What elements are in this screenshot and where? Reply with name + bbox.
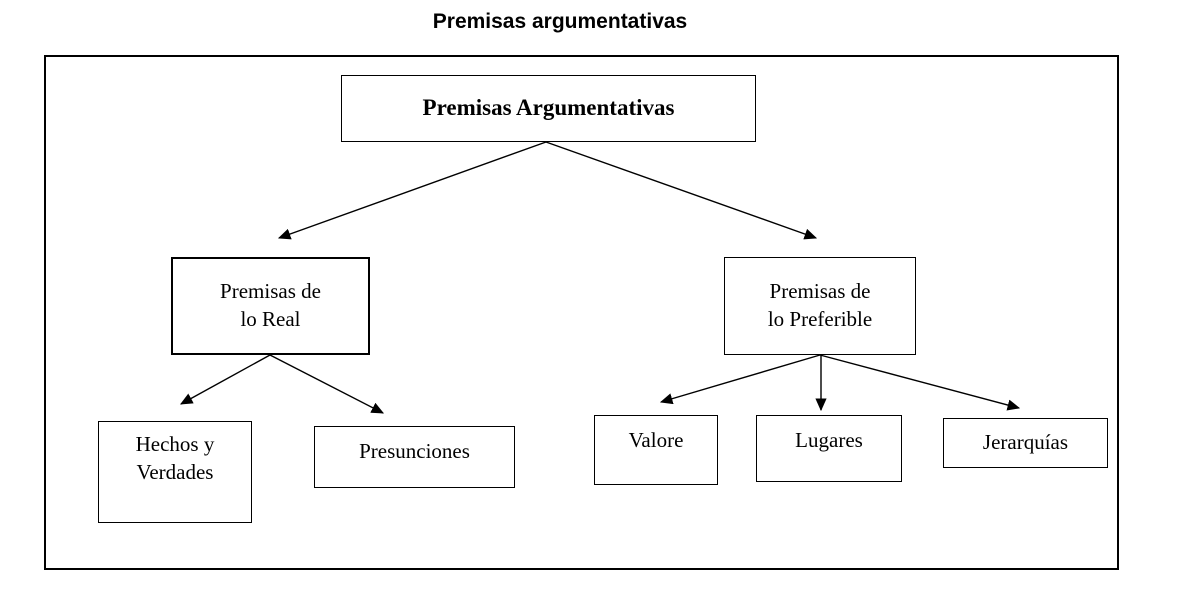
node-label: Lugares [795,428,863,452]
node-label: Presunciones [359,439,470,463]
page-title: Premisas argumentativas [432,10,688,33]
node-label: Valore [628,428,684,452]
node-premisas-de-lo-preferible[interactable]: Premisas de lo Preferible [724,257,916,355]
node-valore[interactable]: Valore [594,415,718,485]
node-label: Jerarquías [982,430,1069,455]
node-presunciones[interactable]: Presunciones [314,426,515,488]
node-jerarquias[interactable]: Jerarquías [943,418,1108,468]
node-lugares[interactable]: Lugares [756,415,902,482]
node-label: Premisas de lo Real [220,279,321,331]
node-label: Premisas Argumentativas [422,95,675,121]
diagram-frame [44,55,1119,570]
node-premisas-argumentativas[interactable]: Premisas Argumentativas [341,75,756,142]
node-hechos-y-verdades[interactable]: Hechos y Verdades [98,421,252,523]
node-premisas-de-lo-real[interactable]: Premisas de lo Real [171,257,370,355]
node-label: Hechos y Verdades [135,432,215,484]
node-label: Premisas de lo Preferible [767,279,873,331]
